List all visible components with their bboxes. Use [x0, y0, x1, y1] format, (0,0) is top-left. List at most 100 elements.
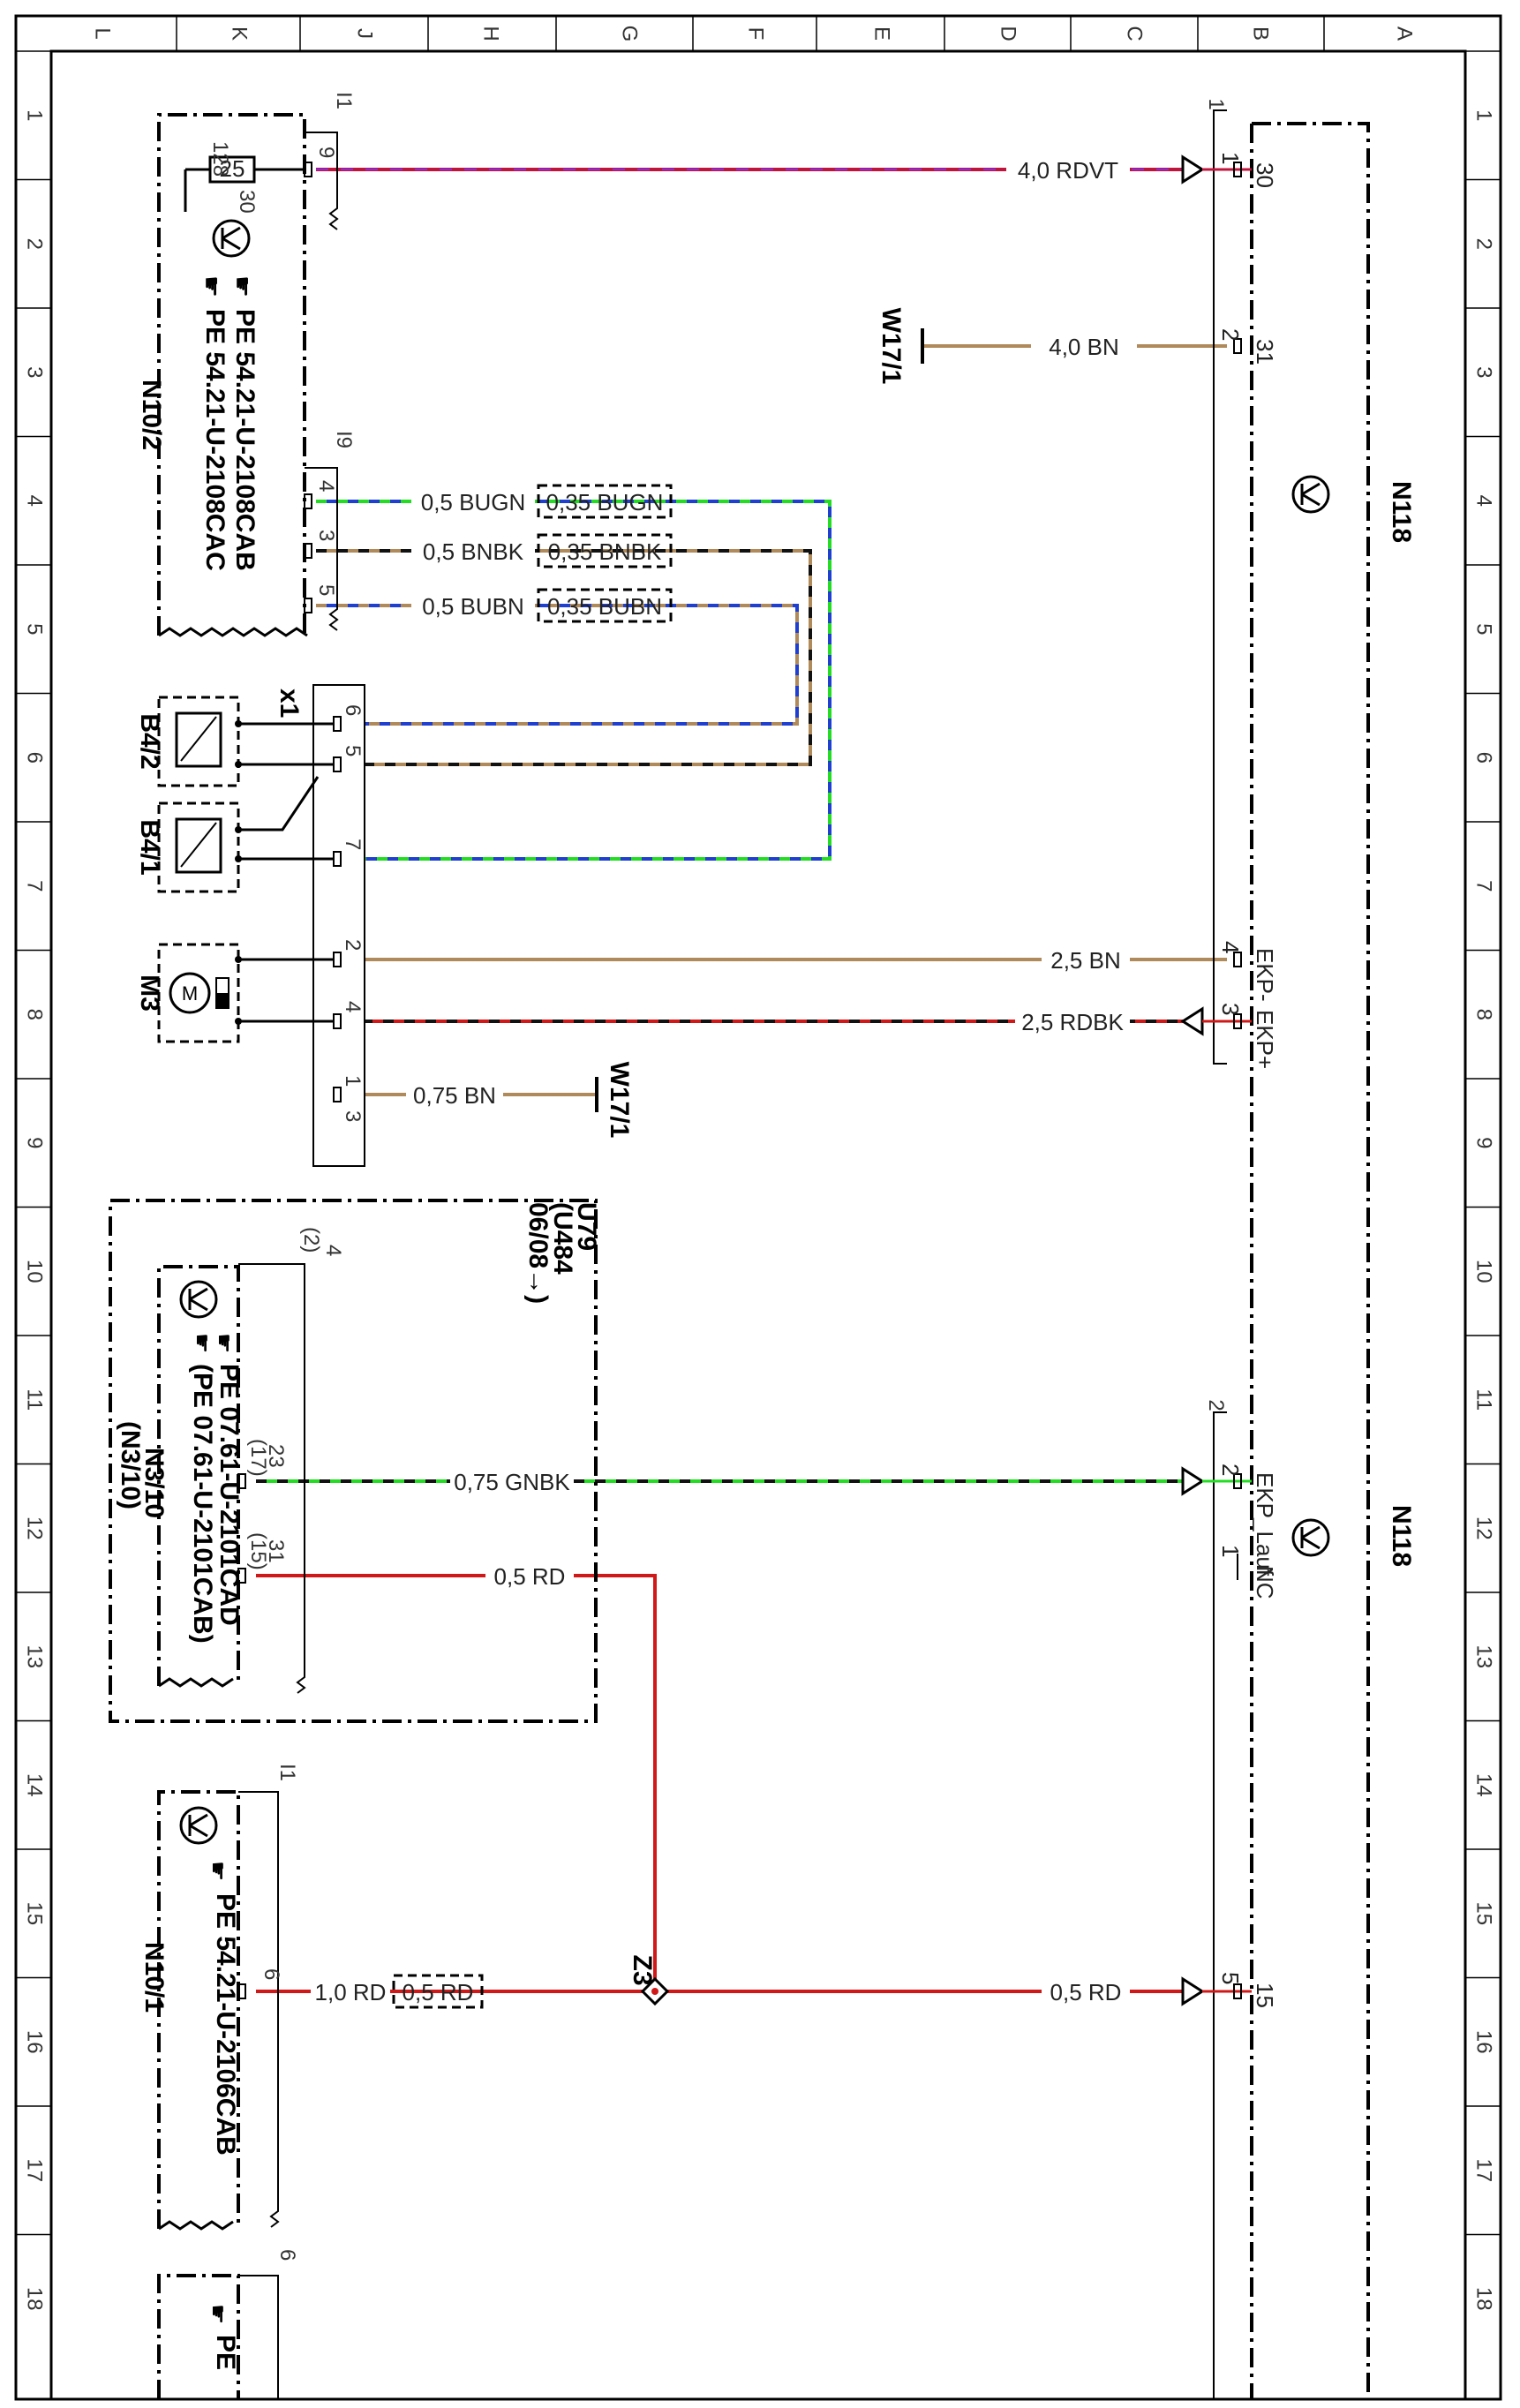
row-label: 3	[1472, 366, 1496, 378]
pin-number: 1	[1217, 1545, 1244, 1557]
component-id: N10/1	[139, 1942, 169, 2013]
wire-label: 1,0 RD	[315, 1979, 387, 2005]
component-id: (N3/10)	[116, 1421, 145, 1509]
component-id: Z3	[628, 1954, 657, 1985]
component-id: M3	[135, 974, 164, 1012]
connector-label: (2)	[299, 1227, 323, 1253]
component-id: W17/1	[605, 1062, 634, 1139]
wire-labels: 4,0 RDVT 4,0 BN 0,5 BUGN 0,35 BUGN 0,5 B…	[311, 155, 1137, 2009]
column-label: L	[91, 27, 115, 39]
wire-label: 4,0 BN	[1049, 334, 1119, 360]
n118-conn-label: 1	[1204, 98, 1228, 109]
row-label: 11	[23, 1388, 47, 1411]
column-label: K	[228, 26, 252, 41]
row-label: 17	[23, 2158, 47, 2182]
pin-number: (15)	[246, 1532, 270, 1570]
component-id: B4/2	[135, 713, 164, 769]
row-label: 5	[23, 623, 47, 635]
component-id: N118	[1387, 1505, 1416, 1567]
wire-label: 2,5 RDBK	[1021, 1009, 1124, 1035]
x1-pins: 6 5 7 2 4 1 3	[333, 704, 365, 1122]
pin-name: EKP_Lauf	[1252, 1472, 1278, 1576]
row-label: 16	[23, 2030, 47, 2054]
pin-number: 1	[341, 1075, 365, 1087]
w17-1-ground-bottom: W17/1	[595, 1062, 634, 1139]
n118-pin: 2 EKP_Lauf	[1181, 1464, 1278, 1576]
row-label: 10	[23, 1260, 47, 1283]
n10-1-module: ☛ PE 54.21-U-2106CAB N10/1 I1 6	[139, 1764, 299, 2231]
triangle-arrow-icon	[1181, 1466, 1205, 1496]
connector-label: x1	[275, 689, 304, 718]
b4-1-sensor: B4/1	[135, 776, 334, 893]
option-code: U79	[572, 1202, 601, 1251]
row-label: 6	[1472, 752, 1496, 764]
column-label: G	[618, 26, 642, 42]
n118-pin: 5 15	[1181, 1972, 1278, 2008]
fuse-pin: 128	[208, 141, 232, 177]
row-label: 18	[23, 2287, 47, 2311]
wire-label: 0,5 RD	[494, 1563, 566, 1590]
reference-code: PE 54.21-U-2108CAC	[200, 309, 230, 571]
connector-label: I1	[275, 1764, 299, 1781]
n118-pin: 1 30	[1181, 152, 1278, 188]
pin-number: 4	[314, 480, 338, 492]
row-label: 12	[1472, 1516, 1496, 1540]
reference-code: PE	[211, 2335, 240, 2370]
pin-name: 31	[1252, 339, 1278, 365]
fuse-pin: 30	[235, 190, 259, 214]
pin-number: 23	[264, 1444, 288, 1468]
pin-number: 3	[314, 530, 338, 541]
pin-name: EKP-	[1252, 948, 1278, 1002]
n10-2-module: 25 128 30 ☛ ☛ PE 54.21-U-2108CAB PE 54.2…	[137, 92, 356, 637]
n118-pin: 4 EKP-	[1217, 941, 1278, 1002]
connector-label: 6	[275, 2249, 299, 2261]
row-label: 10	[1472, 1260, 1496, 1283]
connector-label: I1	[332, 92, 356, 109]
row-label: 4	[23, 495, 47, 507]
row-label: 13	[1472, 1644, 1496, 1668]
pin-number: 6	[260, 1968, 283, 1980]
partial-module: 6 ☛ PE	[157, 2249, 299, 2399]
wire-label: 4,0 RDVT	[1018, 157, 1118, 184]
wire-rd-n3	[256, 1574, 657, 1991]
triangle-arrow-icon	[1181, 1976, 1205, 2006]
row-label: 16	[1472, 2030, 1496, 2054]
fuse-label: 25	[220, 155, 245, 182]
row-label: 17	[1472, 2158, 1496, 2182]
pin-name: 15	[1252, 1983, 1278, 2008]
wire-label: 0,75 GNBK	[454, 1469, 570, 1495]
connector-label: 4	[321, 1245, 345, 1256]
column-labels: L K J H G F E D C B A	[91, 26, 1417, 42]
ground-symbol-icon	[179, 1280, 218, 1319]
row-label: 6	[23, 752, 47, 764]
component-id: N118	[1387, 481, 1416, 543]
column-label: B	[1249, 26, 1273, 41]
pin-number: 1	[1217, 152, 1244, 164]
pin-number: 4	[1217, 941, 1244, 953]
pin-number: 5	[341, 745, 365, 756]
column-label: J	[353, 28, 377, 39]
component-id: W17/1	[877, 308, 906, 385]
reference-code: (PE 07.61-U-2101CAB)	[188, 1364, 217, 1644]
pin-number: 6	[341, 704, 365, 716]
pin-name: 30	[1252, 162, 1278, 188]
column-label: C	[1123, 26, 1147, 41]
wire-label: 0,5 RD	[403, 1979, 474, 2005]
pin-number: 3	[341, 1110, 365, 1122]
pin-number: 4	[341, 1001, 365, 1012]
ground-symbol-icon	[1291, 1518, 1330, 1557]
drawing-frame	[14, 14, 1502, 2401]
ground-symbol-icon	[1291, 475, 1330, 514]
u79-option-box: U79 (U484 06/08→)	[109, 1199, 601, 1723]
pin-number: 2	[1217, 328, 1244, 341]
b4-2-sensor: B4/2	[135, 696, 334, 787]
wire-label: 0,35 BUGN	[546, 489, 664, 515]
ground-symbol-icon	[212, 219, 251, 258]
row-label: 15	[1472, 1901, 1496, 1925]
n118-pin: 1 NC	[1217, 1545, 1278, 1599]
option-code: 06/08→)	[523, 1202, 553, 1304]
wire-label: 0,5 BUGN	[421, 489, 526, 515]
wire-bnbk	[316, 549, 812, 766]
hand-pointer-icon: ☛	[205, 1861, 231, 1881]
